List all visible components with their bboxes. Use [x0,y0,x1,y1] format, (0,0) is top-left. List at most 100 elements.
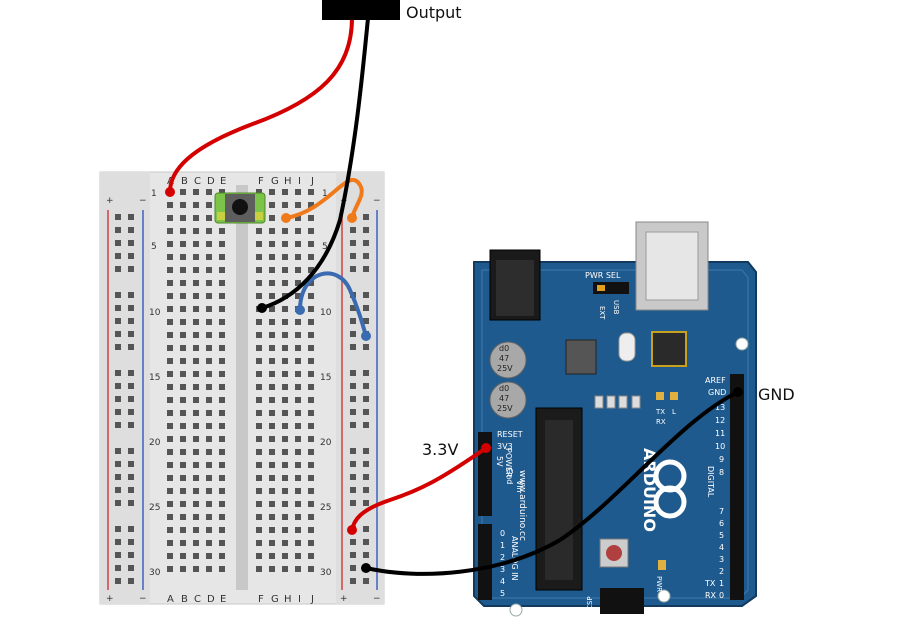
breadboard-hole [269,488,275,494]
breadboard-hole [128,240,134,246]
breadboard-hole [350,565,356,571]
breadboard-hole [219,501,225,507]
breadboard-hole [128,565,134,571]
breadboard-hole [350,370,356,376]
col-label-C-bottom: C [194,594,201,605]
breadboard-hole [282,371,288,377]
breadboard-hole [350,552,356,558]
col-label-A-bottom: A [167,594,174,605]
breadboard-hole [269,280,275,286]
website-label: www.arduino.cc [517,470,527,541]
breadboard-hole [295,462,301,468]
breadboard-hole [363,487,369,493]
breadboard-hole [206,254,212,260]
breadboard-hole [167,345,173,351]
breadboard-hole [180,371,186,377]
breadboard-hole [295,397,301,403]
col-label-G: G [271,176,279,187]
usb-label: USB [612,300,620,315]
breadboard-hole [269,540,275,546]
wire-black-output-end [257,303,267,313]
smd-component [606,395,616,409]
reset-button[interactable] [599,538,629,568]
breadboard-hole [363,227,369,233]
svg-text:25V: 25V [497,404,513,413]
breadboard-hole [282,449,288,455]
mount-hole [735,337,749,351]
breadboard-hole [167,527,173,533]
breadboard-hole [193,410,199,416]
breadboard-hole [269,527,275,533]
rail-plus-label-right-bottom: + [340,594,348,604]
capacitor-2: d0 47 25V [489,381,527,419]
rail-plus-label-bottom: + [106,594,114,604]
row-label-1: 1 [151,189,157,199]
wire-red-3v3[interactable] [350,446,488,532]
breadboard-hole [269,514,275,520]
breadboard-hole [269,423,275,429]
breadboard-hole [269,410,275,416]
breadboard-hole [167,280,173,286]
smd-component [631,395,641,409]
breadboard-hole [256,358,262,364]
breadboard-hole [295,488,301,494]
analog-pin-5: 5 [500,589,505,598]
breadboard-hole [167,241,173,247]
breadboard-hole [206,371,212,377]
breadboard-hole [115,539,121,545]
breadboard-hole [282,423,288,429]
breadboard-hole [282,280,288,286]
breadboard-hole [363,422,369,428]
5v-pin-label: 5V [495,456,504,467]
breadboard-hole [308,397,314,403]
breadboard-hole [219,345,225,351]
gnd-label: GND [758,385,795,404]
breadboard-hole [206,202,212,208]
wire-black-output[interactable] [260,16,370,310]
breadboard-hole [256,423,262,429]
d12-label: 12 [715,416,725,425]
breadboard-hole [308,293,314,299]
crystal [618,332,636,362]
breadboard-hole [115,422,121,428]
breadboard-hole [167,358,173,364]
wire-red-output[interactable] [168,16,354,194]
led-l [670,392,678,400]
breadboard-hole [350,474,356,480]
breadboard-hole [269,449,275,455]
breadboard-hole [167,501,173,507]
gnd-pin-label-a: Gnd [505,468,514,484]
svg-text:d0: d0 [499,344,509,353]
wire-orange[interactable] [284,177,364,220]
pwr-led [658,560,666,570]
breadboard-hole [115,305,121,311]
svg-text:d0: d0 [499,384,509,393]
capacitor-1: d0 47 25V [489,341,527,379]
breadboard-hole [128,331,134,337]
wire-blue[interactable] [298,271,368,338]
breadboard-hole [115,409,121,415]
breadboard-hole [308,501,314,507]
col-label-I-bottom: I [298,594,301,605]
rail-minus-label: − [139,196,147,206]
breadboard-hole [206,488,212,494]
col-label-F-bottom: F [258,594,264,605]
col-label-F: F [258,176,264,187]
breadboard-hole [167,436,173,442]
analog-pin-3: 3 [500,565,505,574]
breadboard-hole [269,332,275,338]
push-button[interactable] [214,192,266,224]
breadboard-hole [269,553,275,559]
breadboard-hole [128,526,134,532]
breadboard-hole [282,358,288,364]
digital-label: DIGITAL [706,466,715,498]
breadboard-hole [256,332,262,338]
wire-black-gnd[interactable] [364,390,740,576]
breadboard-hole [115,253,121,259]
breadboard-hole [282,410,288,416]
breadboard-hole [193,293,199,299]
aref-label: AREF [705,376,726,385]
breadboard-hole [282,306,288,312]
breadboard-hole [206,436,212,442]
breadboard-hole [308,553,314,559]
